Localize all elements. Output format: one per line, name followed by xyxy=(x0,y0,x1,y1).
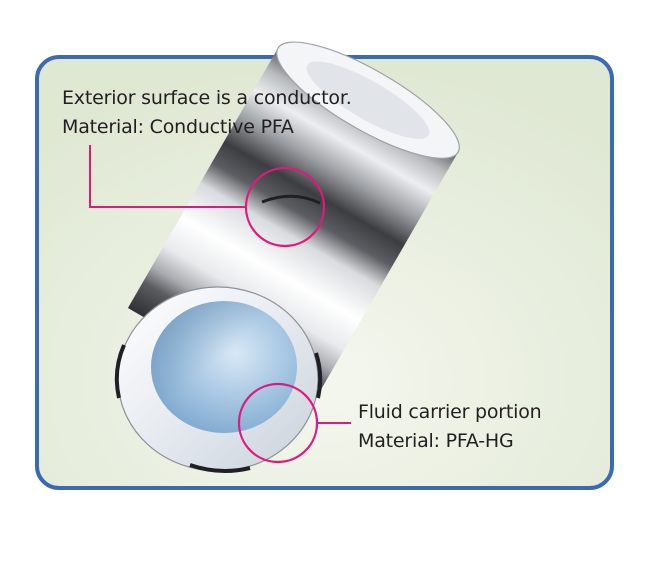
tube-near-end xyxy=(114,286,323,473)
exterior-callout-circle xyxy=(244,166,326,248)
exterior-label-line2: Material: Conductive PFA xyxy=(62,116,294,138)
fluid-label-line1: Fluid carrier portion xyxy=(358,401,542,423)
fluid-callout xyxy=(237,382,351,464)
fluid-label-line2: Material: PFA-HG xyxy=(358,430,514,452)
exterior-label-line1: Exterior surface is a conductor. xyxy=(62,87,352,109)
exterior-callout xyxy=(89,145,326,248)
